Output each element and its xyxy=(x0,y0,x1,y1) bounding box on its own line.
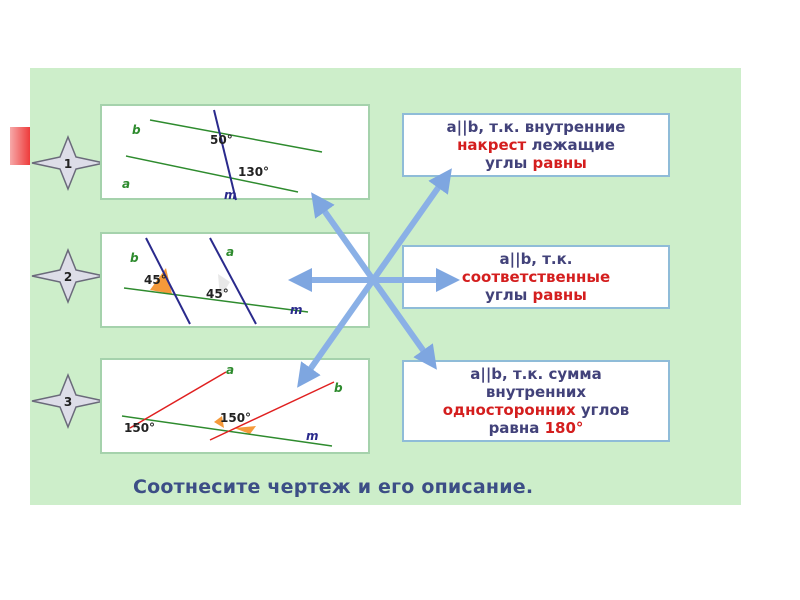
label-a: a xyxy=(122,177,130,191)
line-a xyxy=(129,371,227,429)
angle-label-1: 50° xyxy=(210,133,233,147)
line-a xyxy=(125,155,299,193)
line-b xyxy=(209,381,335,441)
arrow-star xyxy=(288,168,460,388)
label-m: m xyxy=(224,188,237,202)
desc-line: равна 180° xyxy=(410,419,662,437)
drawing-3: a b m 150° 150° xyxy=(121,363,343,447)
angle-label-2: 45° xyxy=(206,287,229,301)
desc-red-text: 180° xyxy=(544,419,584,437)
number-label: 2 xyxy=(64,270,72,284)
desc-red-text: равны xyxy=(532,154,587,172)
label-a: a xyxy=(226,363,234,377)
drawing-1: b a m 50° 130° xyxy=(122,109,323,202)
desc-line: накрест лежащие xyxy=(410,136,662,154)
angle-marker-2 xyxy=(218,274,230,298)
number-label: 3 xyxy=(64,395,72,409)
label-b: b xyxy=(334,381,343,395)
desc-line: a||b, т.к. xyxy=(499,250,573,268)
desc-text: углы xyxy=(485,286,533,304)
desc-line: a||b, т.к. сумма xyxy=(470,365,602,383)
desc-text: углы xyxy=(485,154,533,172)
angle-label-1: 45° xyxy=(144,273,167,287)
desc-text: углов xyxy=(575,401,630,419)
desc-text: лежащие xyxy=(526,136,615,154)
slide-caption: Соотнесите чертеж и его описание. xyxy=(133,476,534,498)
desc-line: углы равны xyxy=(410,154,662,172)
arrow-diagonal-up xyxy=(297,168,452,388)
angle-marker-2 xyxy=(234,426,256,434)
angle-marker-1 xyxy=(214,416,224,428)
label-b: b xyxy=(130,251,139,265)
desc-red-text: накрест xyxy=(457,136,527,154)
line-b xyxy=(145,237,191,325)
number-label: 1 xyxy=(64,157,72,171)
line-m xyxy=(213,109,237,201)
number-star-1: 1 xyxy=(31,135,105,191)
description-box-1: a||b, т.к. внутренние накрест лежащие уг… xyxy=(402,113,670,177)
line-b xyxy=(149,119,323,153)
angle-label-2: 150° xyxy=(220,411,251,425)
desc-red-text: равны xyxy=(532,286,587,304)
desc-line: a||b, т.к. внутренние xyxy=(446,118,626,136)
drawing-2: b a m 45° 45° xyxy=(123,237,309,325)
number-star-2: 2 xyxy=(31,248,105,304)
label-a: a xyxy=(226,245,234,259)
desc-red-text: односторонних xyxy=(442,401,576,419)
label-m: m xyxy=(306,429,319,443)
angle-label-2: 130° xyxy=(238,165,269,179)
angle-label-1: 150° xyxy=(124,421,155,435)
desc-line: внутренних xyxy=(485,383,587,401)
description-box-3: a||b, т.к. сумма внутренних односторонни… xyxy=(402,360,670,442)
desc-red-text: соответственные xyxy=(461,268,611,286)
line-a xyxy=(209,237,257,325)
desc-line: односторонних углов xyxy=(410,401,662,419)
desc-text: равна xyxy=(488,419,545,437)
desc-line: углы равны xyxy=(410,286,662,304)
angle-marker-1 xyxy=(150,268,172,294)
number-star-3: 3 xyxy=(31,373,105,429)
line-m xyxy=(123,287,309,313)
slide-marker xyxy=(10,127,30,165)
label-b: b xyxy=(132,123,141,137)
line-m xyxy=(121,415,333,447)
